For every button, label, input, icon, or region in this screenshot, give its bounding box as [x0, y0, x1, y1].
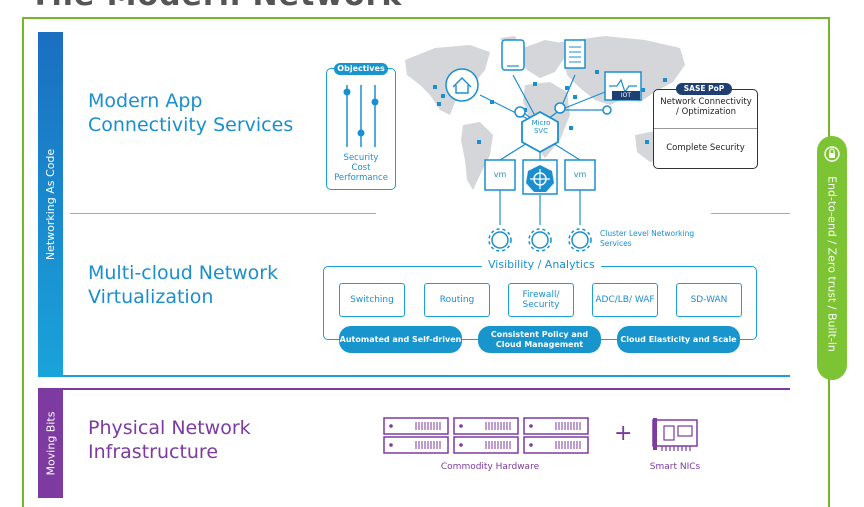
firewall-security-box: Firewall/ Security — [508, 283, 574, 317]
virtualization-title-line1: Multi-cloud Network — [88, 262, 279, 284]
commodity-hardware-servers — [383, 417, 589, 454]
vm-left-label: vm — [493, 170, 507, 179]
sase-pop-panel: Network Connectivity / Optimization Comp… — [653, 89, 758, 169]
visibility-label: Visibility / Analytics — [482, 258, 601, 271]
networking-as-code-label: Networking As Code — [44, 148, 58, 261]
moving-bits-bar: Moving Bits — [38, 388, 63, 498]
objective-cost: Cost — [351, 163, 371, 173]
sase-divider — [654, 128, 757, 129]
physical-layer-title: Physical Network Infrastructure — [88, 416, 251, 464]
routing-box: Routing — [424, 283, 490, 317]
sase-pop-badge: SASE PoP — [676, 83, 732, 95]
smart-nic-icon — [652, 418, 698, 451]
vm-boxes — [484, 159, 596, 191]
home-icon — [445, 68, 479, 102]
switching-box: Switching — [339, 283, 405, 317]
objective-security: Security — [343, 153, 379, 163]
moving-bits-label: Moving Bits — [44, 411, 58, 475]
smart-nics-label: Smart NICs — [649, 462, 701, 472]
virtualization-title-line2: Virtualization — [88, 286, 214, 308]
automated-self-driven-pill: Automated and Self-driven — [339, 326, 462, 353]
consistent-policy-pill: Consistent Policy and Cloud Management — [478, 326, 601, 353]
page-title: The Modern Network — [30, 0, 402, 13]
end-to-end-label: End-to-end / Zero trust / Built-in — [825, 176, 839, 352]
blue-divider-line — [63, 375, 790, 377]
adc-lb-waf-box: ADC/LB/ WAF — [592, 283, 658, 317]
purple-divider-line — [63, 388, 790, 390]
sase-security: Complete Security — [666, 143, 745, 153]
sase-connectivity: Network Connectivity / Optimization — [660, 97, 752, 117]
virtualization-layer-title: Multi-cloud Network Virtualization — [88, 261, 278, 309]
node-circles — [514, 102, 612, 118]
gear-icons — [488, 228, 592, 252]
objective-performance: Performance — [334, 173, 388, 183]
objectives-panel: Security Cost Performance — [326, 68, 396, 190]
lock-icon — [824, 146, 840, 162]
cloud-elasticity-pill: Cloud Elasticity and Scale — [617, 326, 740, 353]
objectives-list: Security Cost Performance — [327, 153, 395, 183]
app-layer-title: Modern App Connectivity Services — [88, 89, 293, 137]
micro-svc-hexagon — [521, 110, 559, 154]
document-icon — [564, 39, 586, 69]
networking-as-code-bar: Networking As Code — [38, 32, 63, 377]
sd-wan-box: SD-WAN — [676, 283, 742, 317]
sliders-icon — [343, 85, 379, 147]
objectives-badge: Objectives — [334, 63, 388, 75]
commodity-hardware-label: Commodity Hardware — [440, 462, 540, 472]
plus-sign: + — [614, 421, 633, 446]
world-map-diagram — [405, 36, 685, 252]
iot-label: IOT — [612, 91, 640, 100]
cluster-services-label: Cluster Level Networking Services — [600, 229, 695, 248]
app-layer-title-line2: Connectivity Services — [88, 114, 294, 136]
separator-right — [711, 213, 790, 214]
physical-title-line1: Physical Network — [88, 417, 251, 439]
app-layer-title-line1: Modern App — [88, 90, 203, 112]
kubernetes-icon — [522, 159, 558, 195]
micro-svc-label: Micro SVC — [531, 119, 551, 135]
tablet-icon — [501, 39, 525, 71]
end-to-end-pill: End-to-end / Zero trust / Built-in — [817, 136, 847, 380]
vm-right-label: vm — [573, 170, 587, 179]
physical-title-line2: Infrastructure — [88, 441, 219, 463]
separator-left — [70, 213, 376, 214]
